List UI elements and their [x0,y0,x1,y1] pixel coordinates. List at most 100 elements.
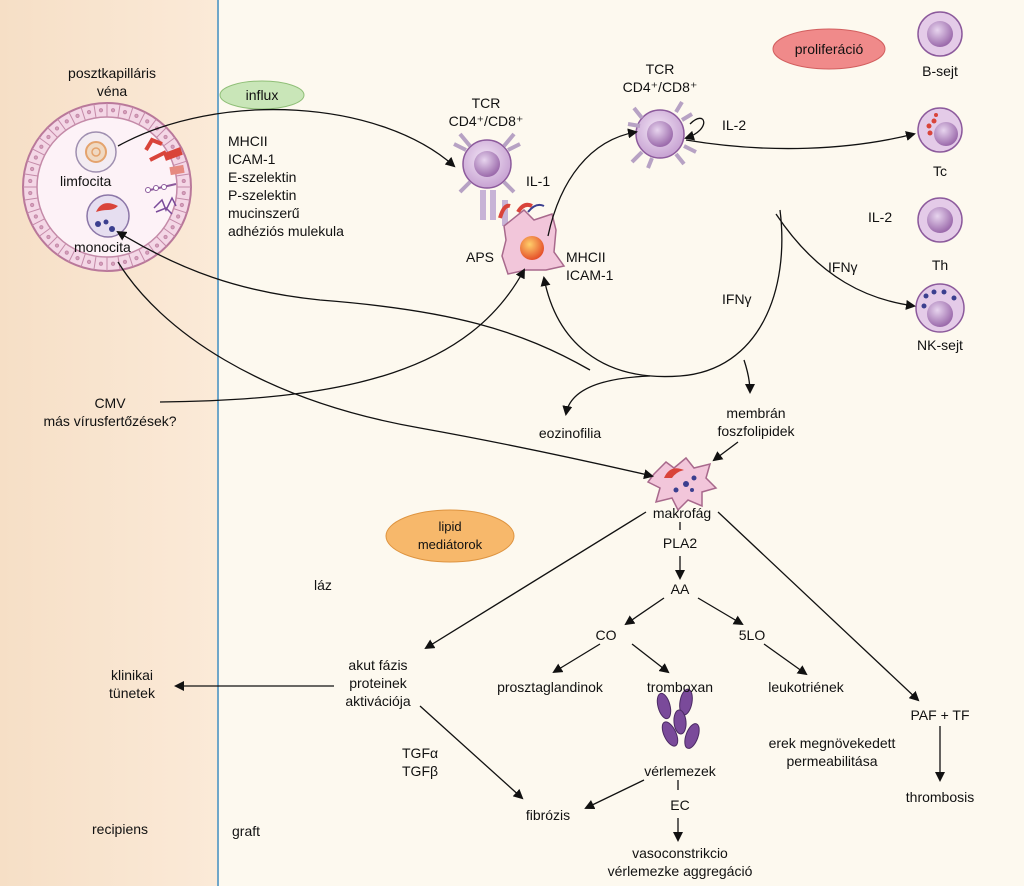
lipid-line-2: mediátorok [417,537,483,552]
clinical-line-2: tünetek [109,685,155,701]
vein-wall-segment [68,111,76,125]
tcr-left-line-2: CD4⁺/CD8⁺ [448,113,524,129]
influx-pill [219,80,305,110]
endothelial-nucleus [75,256,80,261]
permeability-line-2: permeabilitása [786,753,878,769]
membrane-line-2: foszfolipidek [717,423,795,439]
influx-label: influx [245,87,279,103]
adhesion-item: mucinszerű [228,205,300,221]
vein-wall-segment [173,208,188,214]
endothelial-nucleus [64,119,69,124]
endothelial-nucleus [86,259,92,264]
co-label: CO [595,627,617,643]
vein-wall-segment [163,227,176,237]
vein-title-line-2: véna [96,83,128,99]
endothelial-nucleus [30,166,35,172]
aa-label: AA [670,581,690,597]
arrow-back-to-vein [116,230,591,371]
vein-wall-segment [117,103,121,118]
adhesion-molecule-list: MHCII ICAM-1 E-szelektin P-szelektin muc… [228,132,344,240]
monocyte-cell [86,194,130,238]
ifng-inner-label: IFNγ [722,291,752,307]
vein-wall-segment [156,236,167,247]
arrow-to-membrane [743,359,755,394]
macrophage-cell [646,456,718,512]
tgf-label: TGFα TGFβ [402,744,438,780]
endothelial-nucleus [30,202,35,208]
adhesion-molecules-in-vein [144,137,185,215]
endothelial-nucleus [46,134,51,140]
vein-wall-segment [47,236,58,247]
endothelial-nucleus [145,119,150,124]
vein-wall-segment [68,249,76,263]
vein-wall-segment [176,173,191,177]
paf-tf-label: PAF + TF [910,707,970,723]
acute-phase-line-1: akut fázis [348,657,408,673]
arrow-membrane-to-macrophage [712,441,739,462]
endothelial-nucleus [28,190,33,196]
endothelial-nucleus [28,178,33,184]
pla2-label: PLA2 [662,535,698,551]
ec-label: EC [670,797,690,813]
thromboxane-label: tromboxan [646,679,714,695]
endothelial-nucleus [54,126,60,131]
endothelial-nucleus [181,190,186,196]
vein-title: posztkapilláris véna [68,64,156,100]
vein-title-line-1: posztkapilláris [68,65,156,81]
arrow-to-acute-phase [424,511,647,650]
endothelial-nucleus [181,178,186,184]
arrow-cmv-to-aps [159,268,525,403]
proliferation-label: proliferáció [794,41,864,57]
endothelial-nucleus [122,110,128,115]
vein-wall-segment [176,197,191,201]
cmv-line-2: más vírusfertőzések? [43,413,177,429]
lymphocyte-label: limfocita [60,173,112,189]
tgf-beta: TGFβ [402,763,439,779]
adhesion-item: ICAM-1 [228,151,276,167]
t-cell-right [627,100,697,169]
endothelial-nucleus [110,108,116,113]
recipient-graft-divider [217,0,219,886]
tcr-right-line-2: CD4⁺/CD8⁺ [622,79,698,95]
vein-wall-segment [23,197,38,201]
lipid-mediators-label: lipid mediátorok [418,518,482,554]
vein-wall-segment [173,160,188,166]
il1-label: IL-1 [526,173,551,189]
lipid-line-1: lipid [438,519,462,534]
lymphocyte-cell [75,131,117,173]
tc-label: Tc [933,163,947,179]
arrow-monocyte-to-macrophage [117,261,654,480]
endothelial-nucleus [54,243,60,248]
ifng-upper-label: IFNγ [828,259,858,275]
th-label: Th [931,257,949,273]
endothelial-nucleus [154,243,160,248]
endothelial-nucleus [134,256,139,261]
adhesion-item: adhéziós mulekula [228,223,344,239]
endothelial-nucleus [163,234,168,240]
arrow-co-to-thromboxane [631,643,670,674]
endothelial-nucleus [179,202,184,208]
vasoconstriction-line-2: vérlemezke aggregáció [607,863,753,879]
tcr-right-line-1: TCR [645,61,675,77]
recipient-label: recipiens [92,821,149,837]
vein-wall-segment [128,253,134,268]
platelets-graphic [656,688,700,749]
acute-phase-line-2: proteinek [349,675,407,691]
fever-label: láz [314,577,332,593]
arrow-aps-to-tcell [547,128,638,237]
vein-wall-segment [31,218,45,226]
monocyte-label: monocita [74,239,131,255]
endothelial-nucleus [46,234,51,240]
tcr-left-line-1: TCR [471,95,501,111]
tcr-mhc-complex [480,190,545,226]
prostaglandins-label: prosztaglandinok [497,679,603,695]
eosinophilia-label: eozinofilia [538,425,602,441]
arrow-to-tc [685,131,916,150]
tc-cell [917,107,963,153]
arrow-to-fibrosis [419,705,524,800]
graft-region [220,0,1024,886]
vein-wall-segment [31,148,45,156]
arrow-ifng-loop [540,209,783,378]
il2-side-label: IL-2 [868,209,893,225]
